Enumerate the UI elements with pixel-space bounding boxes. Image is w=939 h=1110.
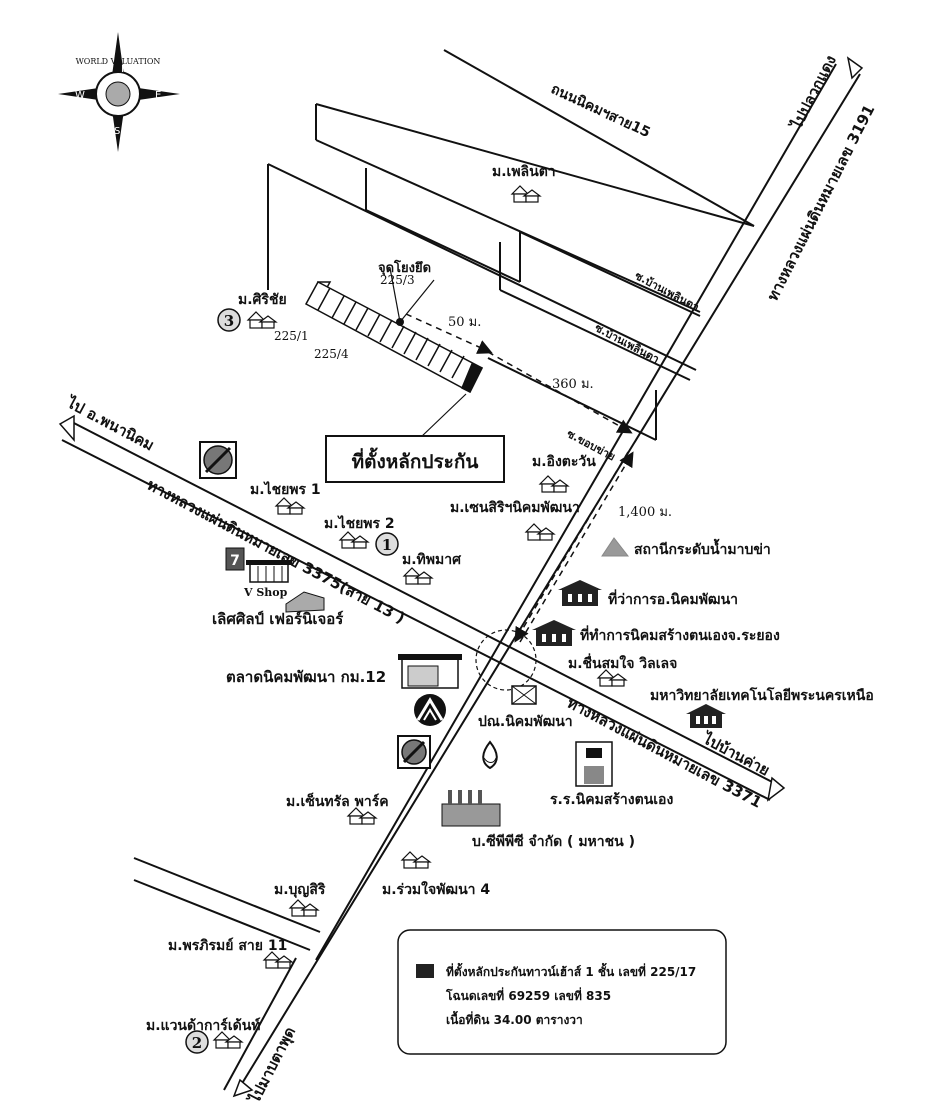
svg-text:ม.ไชยพร 1: ม.ไชยพร 1 <box>250 480 321 498</box>
svg-text:มหาวิทยาลัยเทคโนโลยีพระนครเหนื: มหาวิทยาลัยเทคโนโลยีพระนครเหนือ <box>650 686 874 704</box>
house-icon <box>538 475 570 493</box>
svg-text:ม.พรภิรมย์ สาย 11: ม.พรภิรมย์ สาย 11 <box>168 937 287 954</box>
house-icon <box>262 951 294 969</box>
compass-e: E <box>155 90 161 101</box>
compass-s: S <box>114 126 120 137</box>
lot-225-1: 225/1 <box>274 329 309 343</box>
house-icon <box>246 311 278 329</box>
dist-50-label: 50 ม. <box>448 315 481 330</box>
svg-text:เลิศศิลป์ เฟอร์นิเจอร์: เลิศศิลป์ เฟอร์นิเจอร์ <box>212 610 344 628</box>
mountain-icon <box>601 537 630 557</box>
svg-text:ร.ร.นิคมสร้างตนเอง: ร.ร.นิคมสร้างตนเอง <box>550 792 673 808</box>
house-icon <box>402 567 434 585</box>
legend-swatch <box>416 964 434 978</box>
townhouse-row <box>304 280 484 394</box>
svg-text:V Shop: V Shop <box>243 586 288 599</box>
svg-text:ที่ทำการนิคมสร้างตนเองจ.ระยอง: ที่ทำการนิคมสร้างตนเองจ.ระยอง <box>580 625 780 644</box>
house-icon <box>274 497 306 515</box>
svg-text:ตลาดนิคมพัฒนา กม.12: ตลาดนิคมพัฒนา กม.12 <box>226 668 386 686</box>
house-icon <box>510 185 542 203</box>
svg-text:สถานีกระดับน้ำมาบข่า: สถานีกระดับน้ำมาบข่า <box>634 538 771 558</box>
market-building-icon <box>398 654 462 689</box>
house-icon <box>596 669 628 687</box>
svg-text:ม.บุญสิริ: ม.บุญสิริ <box>274 882 326 898</box>
compass-w: W <box>75 90 85 101</box>
svg-text:7: 7 <box>230 553 240 569</box>
place-labels: ม.เพลินตา ม.ศิริชัย ม.อิงตะวัน ม.เซนสิริ… <box>146 164 874 1034</box>
compass-rose: WORLD VALUATION N W E S <box>58 32 180 152</box>
svg-text:ม.อิงตะวัน: ม.อิงตะวัน <box>532 454 596 470</box>
house-icon <box>400 851 432 869</box>
soi-ploenta-2: ซ.บ้านเพลินตา <box>593 321 662 366</box>
legend-line-3: เนื้อที่ดิน 34.00 ตารางวา <box>446 1010 583 1027</box>
university-building-icon <box>686 704 726 728</box>
subject-label: ที่ตั้งหลักประกัน <box>352 447 479 473</box>
road-end-arrows <box>58 56 864 1098</box>
warehouse-icon <box>285 591 325 613</box>
ref-point-label: จุดโยงยึด <box>378 259 431 276</box>
government-building-icon <box>532 620 576 646</box>
svg-text:ที่ว่าการอ.นิคมพัฒนา: ที่ว่าการอ.นิคมพัฒนา <box>608 589 738 608</box>
government-building-icon <box>558 580 602 606</box>
shop-icon <box>246 560 292 583</box>
svg-text:ม.ศิริชัย: ม.ศิริชัย <box>238 292 287 308</box>
gas-station-icon <box>397 735 431 769</box>
to-phananikhom-label: ไป อ.พนานิคม <box>62 392 157 455</box>
compass-brand: WORLD VALUATION <box>76 57 161 66</box>
top-road-label: ถนนนิคมฯสาย15 <box>548 81 652 141</box>
subject-unit <box>461 363 484 394</box>
svg-text:ม.เซ็นทรัล พาร์ค: ม.เซ็นทรัล พาร์ค <box>286 792 389 810</box>
legend-line-1: ที่ตั้งหลักประกันทาวน์เฮ้าส์ 1 ชั้น เลขท… <box>446 962 696 979</box>
house-icon <box>346 807 378 825</box>
bank-logo-icon <box>414 694 446 726</box>
legend-line-2: โฉนดเลขที่ 69259 เลขที่ 835 <box>445 987 611 1003</box>
lot-225-4: 225/4 <box>314 347 349 361</box>
intersection-marker <box>475 629 537 691</box>
bank-drop-icon <box>482 740 498 770</box>
soi-ploenta-1: ซ.บ้านเพลินตา <box>633 269 702 314</box>
svg-text:ม.เซนสิริฯนิคมพัฒนา: ม.เซนสิริฯนิคมพัฒนา <box>450 500 580 516</box>
mail-icon <box>511 685 537 705</box>
house-icon <box>212 1031 244 1049</box>
marker-3: 3 <box>224 312 234 330</box>
compass-n: N <box>121 64 128 75</box>
hwy3375-label: ทางหลวงแผ่นดินหมายเลข 3375(สาย 13 ) <box>144 476 408 628</box>
gas-station-icon <box>199 441 237 479</box>
dist-1400-label: 1,400 ม. <box>618 505 672 520</box>
marker-2: 2 <box>192 1034 202 1052</box>
svg-text:ม.แวนด้าการ์เด้นท์: ม.แวนด้าการ์เด้นท์ <box>146 1017 261 1034</box>
svg-text:ม.ร่วมใจพัฒนา 4: ม.ร่วมใจพัฒนา 4 <box>382 880 490 898</box>
svg-text:ม.ทิพมาศ: ม.ทิพมาศ <box>402 552 462 568</box>
svg-text:ม.เพลินตา: ม.เพลินตา <box>492 164 556 180</box>
factory-icon <box>441 790 501 827</box>
school-icon <box>575 741 613 787</box>
legend-box: ที่ตั้งหลักประกันทาวน์เฮ้าส์ 1 ชั้น เลขท… <box>397 929 727 1055</box>
svg-text:ปณ.นิคมพัฒนา: ปณ.นิคมพัฒนา <box>478 714 573 730</box>
subject-label-box <box>325 435 505 483</box>
village-icons <box>212 185 628 1049</box>
roads <box>61 49 861 1091</box>
seven-eleven-icon: 7 <box>225 547 245 571</box>
svg-text:ม.ชื่นสมใจ วิลเลจ: ม.ชื่นสมใจ วิลเลจ <box>568 653 677 672</box>
reference-point-dot <box>396 318 404 326</box>
house-icon <box>524 523 556 541</box>
lot-225-3: 225/3 <box>380 273 415 287</box>
house-icon <box>288 899 320 917</box>
house-icon <box>338 531 370 549</box>
svg-text:บ.ซีพีพีซี จำกัด ( มหาชน ): บ.ซีพีพีซี จำกัด ( มหาชน ) <box>472 834 635 850</box>
number-markers: 3 1 2 <box>185 308 399 1054</box>
svg-text:ม.ไชยพร 2: ม.ไชยพร 2 <box>324 514 395 532</box>
marker-1: 1 <box>382 536 392 554</box>
dist-360-label: 360 ม. <box>552 377 594 392</box>
